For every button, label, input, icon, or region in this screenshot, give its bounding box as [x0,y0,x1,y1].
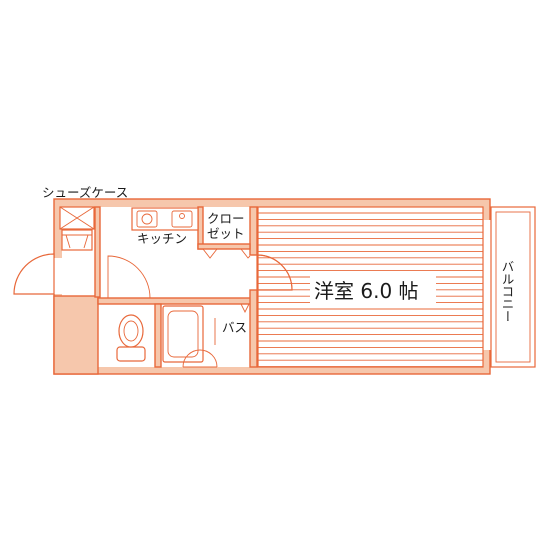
balcony [490,206,536,368]
entrance-door [13,253,55,295]
shoe-case [59,206,95,251]
closet-label-line2: ゼット [207,226,245,241]
kitchen-label: キッチン [137,231,187,246]
toilet-door [107,255,151,299]
interior-walls [94,206,258,368]
bath-partition [240,303,250,314]
bath-label: バス [222,320,247,335]
bathtub [162,305,204,363]
bath-door [182,349,218,368]
shoe-case-label: シューズケース [42,185,128,200]
toilet-fixture [116,314,146,362]
western-room-floor [257,206,484,368]
balcony-label: バルコニー [500,260,515,323]
closet [202,248,251,259]
western-room-label-bg [310,276,436,304]
closet-label-line1: クロー [207,211,245,226]
western-room-label: 洋室 6.0 帖 [314,279,419,303]
kitchen-counter [131,207,199,231]
